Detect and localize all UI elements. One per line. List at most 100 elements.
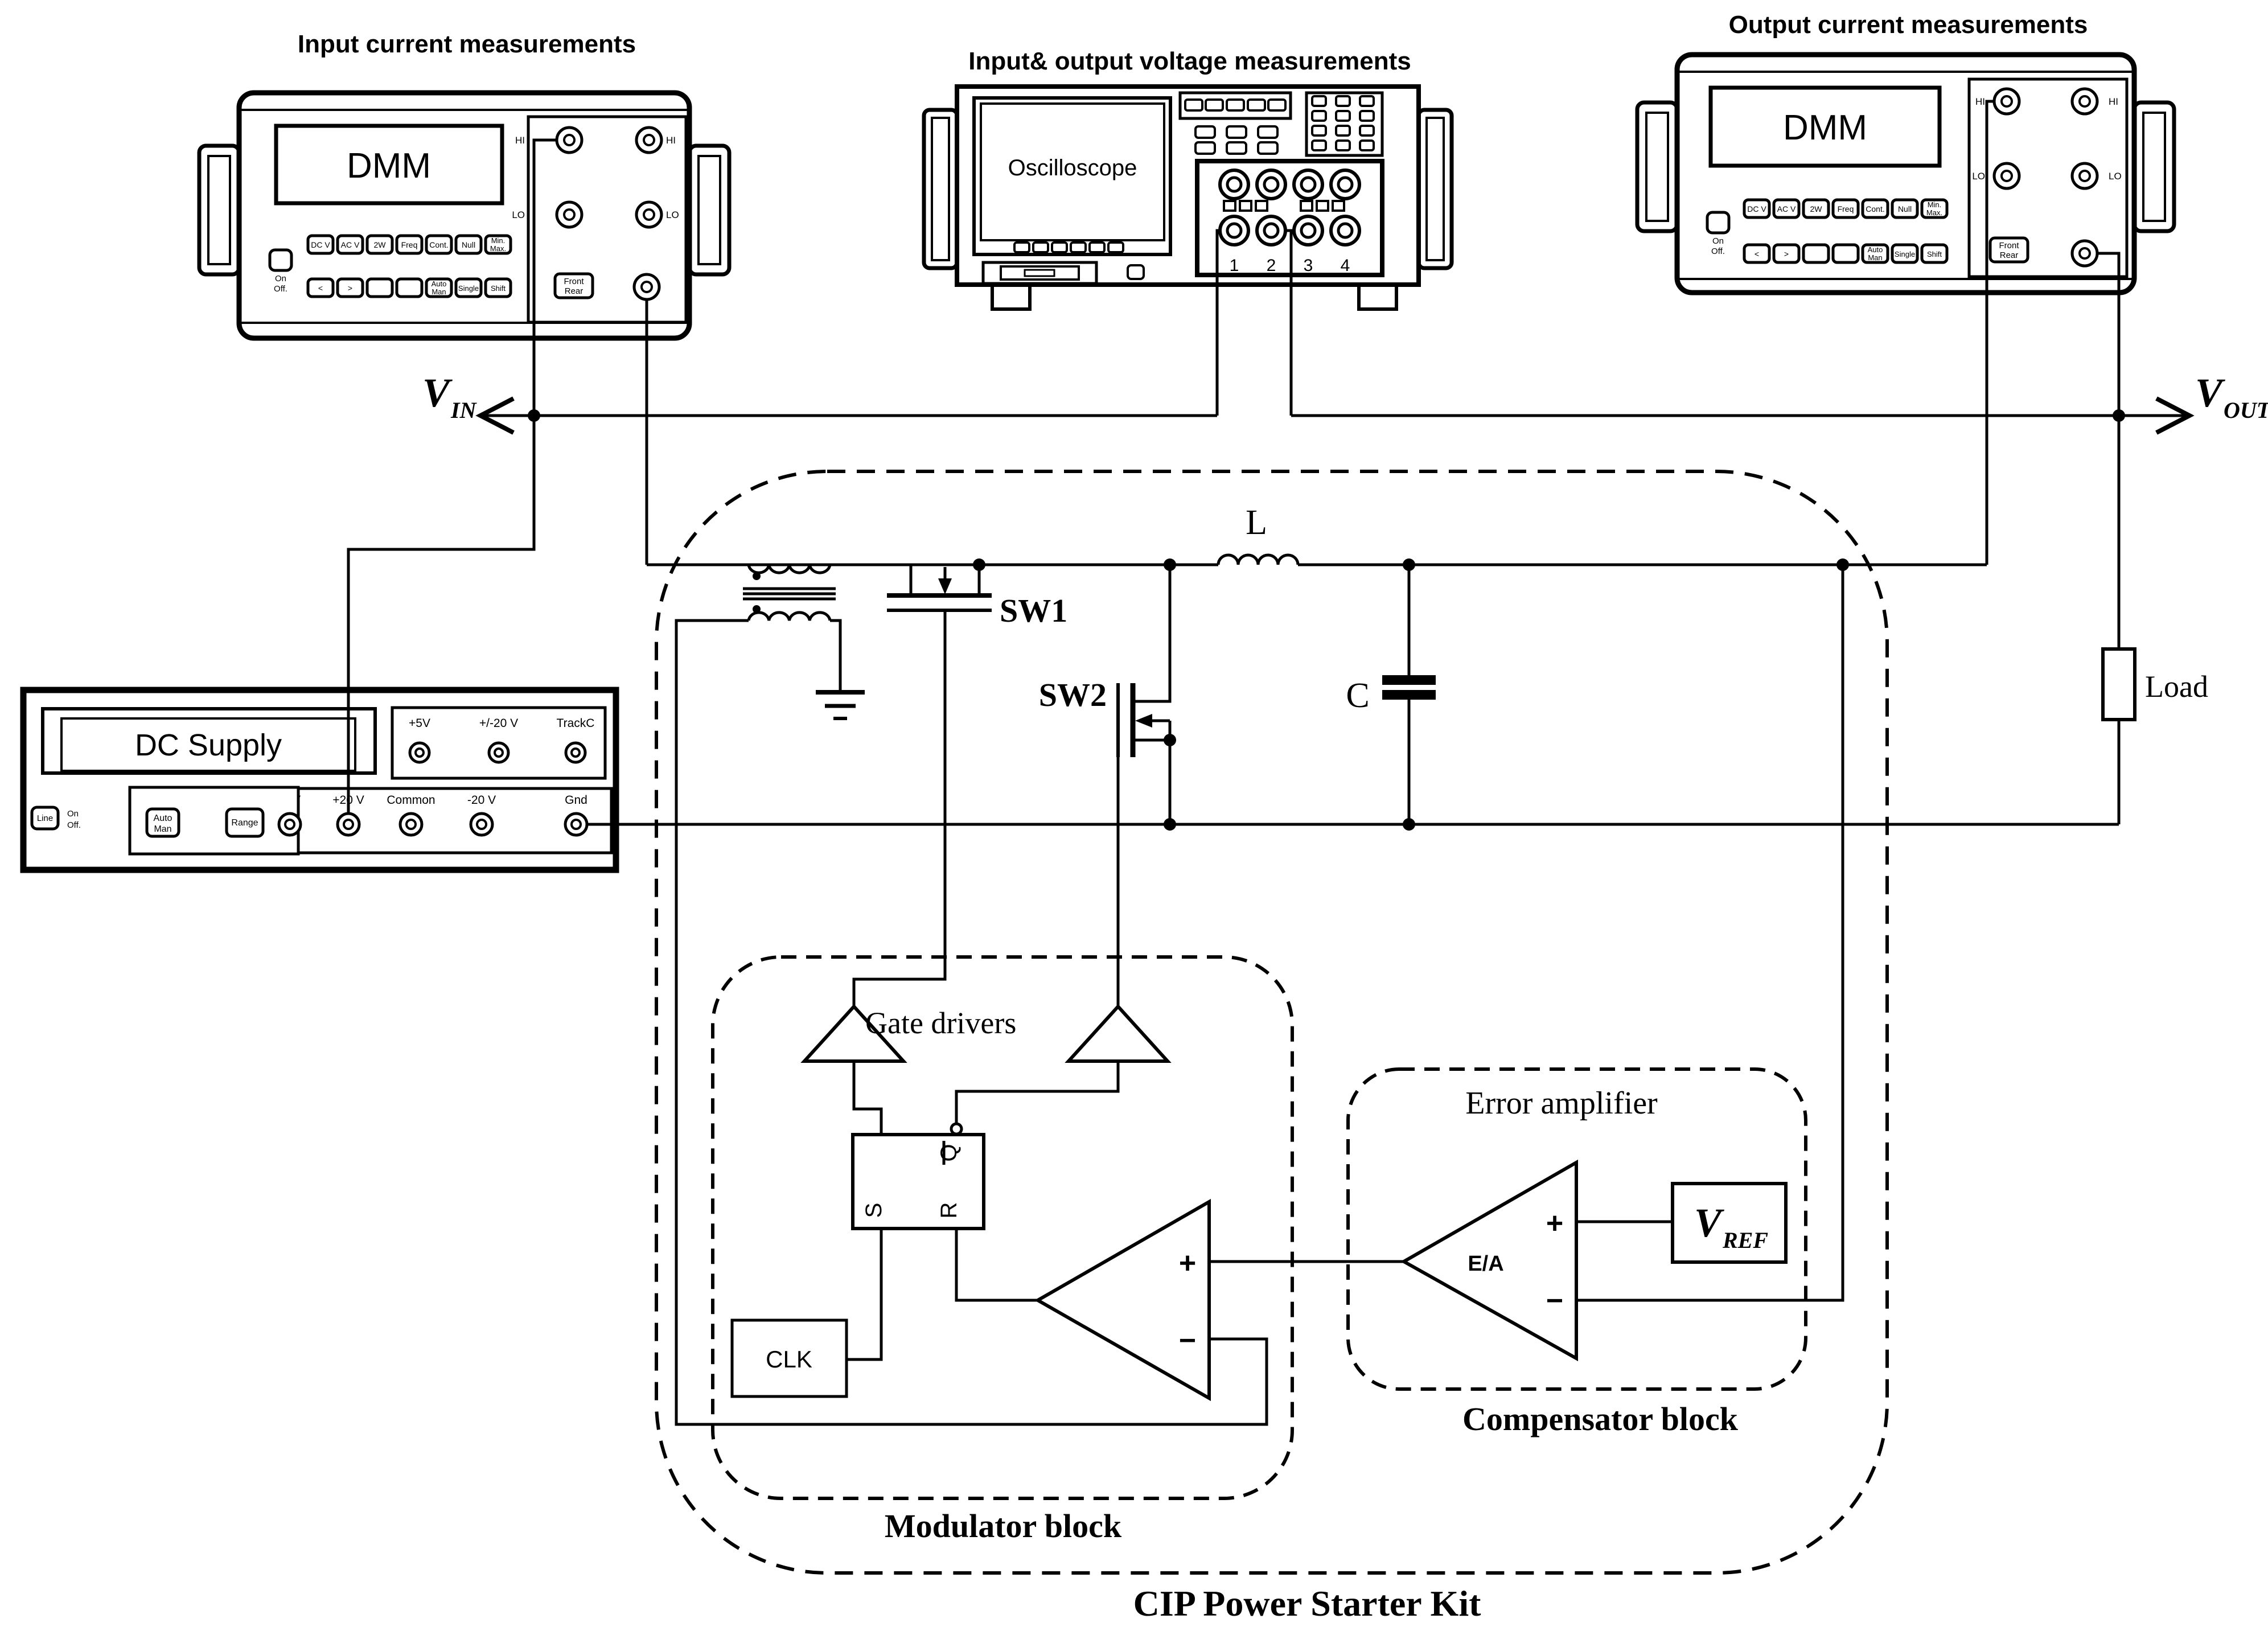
small-button[interactable]: [1127, 264, 1145, 280]
inductor: [1217, 553, 1300, 565]
aux-terminal-label: +/-20 V: [479, 717, 518, 730]
dc-display-text: DC Supply: [135, 728, 282, 762]
input-dmm-hi-terminal: [555, 126, 584, 154]
r-wire: [955, 1229, 1038, 1302]
vout-arrow: [2155, 396, 2195, 435]
vin-arrow: [475, 396, 515, 435]
block-boundaries: [655, 470, 1889, 1575]
latch-qbar: Q: [936, 1144, 962, 1161]
auto-label: Auto: [154, 814, 172, 823]
vref-sub: REF: [1722, 1227, 1768, 1253]
on-label: On: [67, 809, 79, 819]
channel-3-label: 3: [1304, 256, 1313, 275]
modulator-block-boundary: [711, 955, 1294, 1500]
hi-label: HI: [1975, 96, 1985, 107]
button-row-2[interactable]: < > Auto Man Single Shift: [1743, 243, 1949, 264]
compensator-block-label: Compensator block: [1462, 1400, 1739, 1437]
cip-kit-boundary: [655, 470, 1889, 1575]
on-label: On: [1712, 236, 1724, 246]
output-dmm-title: Output current measurements: [1729, 11, 2088, 39]
vout-sub: OUT: [2224, 397, 2268, 423]
terminal-panel: [527, 115, 688, 324]
button-left: <: [318, 284, 323, 293]
input-dmm-title: Input current measurements: [298, 30, 636, 58]
primary-polarity-dot: [753, 572, 761, 580]
button-freq: Freq: [1838, 204, 1854, 213]
button-min: Min.: [1928, 200, 1942, 209]
button-row-1[interactable]: DC V AC V 2W Freq Cont. Null Min. Max.: [1743, 198, 1949, 219]
gate-drivers-label: Gate drivers: [865, 1006, 1016, 1040]
button-row-1[interactable]: DC V AC V 2W Freq Cont. Null Min. Max.: [306, 234, 512, 255]
comparator-plus: +: [1179, 1247, 1196, 1280]
primary-winding: [747, 564, 832, 574]
terminals[interactable]: [277, 87, 2099, 837]
off-label: Off.: [67, 820, 81, 830]
button-null: Null: [462, 240, 475, 249]
sw2-mosfet: [1116, 565, 1172, 824]
oscilloscope-title: Input& output voltage measurements: [968, 47, 1411, 75]
button-freq: Freq: [401, 240, 418, 249]
clk-label: CLK: [766, 1346, 812, 1373]
q-wire: [852, 1061, 883, 1135]
junction-dots: [528, 409, 2125, 831]
aux-terminal-label: +5V: [409, 717, 430, 730]
power-button[interactable]: [268, 248, 293, 272]
secondary-ground-wire: [830, 619, 842, 691]
button-min: Min.: [491, 236, 506, 245]
button-2w: 2W: [1810, 204, 1823, 213]
channel-1-label: 1: [1230, 256, 1239, 275]
button-cont: Cont.: [429, 240, 448, 249]
scope-bnc-row-channels: [1218, 215, 1361, 247]
screen-soft-buttons[interactable]: [1013, 241, 1124, 253]
button-single: Single: [458, 284, 479, 293]
modulator-block: Gate drivers Q Q S R CLK + − Modulator b…: [730, 1004, 1211, 1544]
input-dmm-current-terminal: [632, 273, 661, 301]
output-dmm-current-terminal: [2070, 239, 2099, 268]
line-button[interactable]: [30, 806, 60, 831]
button-max: Max.: [1926, 208, 1942, 217]
front-rear-button[interactable]: [553, 272, 594, 299]
modulator-block-label: Modulator block: [885, 1507, 1122, 1544]
range-button[interactable]: [225, 807, 265, 838]
trigger-buttons[interactable]: [1223, 200, 1345, 212]
latch-s: S: [861, 1203, 886, 1218]
output-dmm-hi-terminal: [1992, 87, 2021, 116]
top-buttons[interactable]: [1184, 98, 1287, 112]
auto-man-button[interactable]: [145, 807, 180, 838]
button-left: <: [1755, 249, 1759, 258]
comparator-minus: −: [1179, 1324, 1196, 1357]
right-foot: [1357, 283, 1398, 311]
qbar-bubble: [950, 1122, 963, 1136]
sw2-label: SW2: [1039, 676, 1107, 713]
power-button[interactable]: [1706, 211, 1731, 235]
sense-feedback-wire: [675, 619, 1268, 1426]
output-terminal-strip: [248, 787, 613, 855]
lo-label: LO: [1972, 171, 1985, 182]
button-dcv: DC V: [311, 240, 330, 249]
hi-label: HI: [2109, 96, 2118, 107]
front-rear-button[interactable]: [1988, 236, 2029, 264]
man-label: Man: [154, 824, 171, 834]
range-label: Range: [231, 818, 258, 828]
gate-driver-1: [800, 1004, 907, 1063]
compensator-block-boundary: [1346, 1067, 1807, 1391]
button-auto: Auto: [1868, 245, 1883, 254]
terminal-label: Common: [387, 794, 435, 807]
screen-text: Oscilloscope: [1008, 155, 1137, 180]
sw1-label: SW1: [1000, 592, 1067, 629]
dc-display: [60, 717, 356, 772]
button-acv: AC V: [341, 240, 360, 249]
vout-feedback-wire: [1576, 565, 1844, 1302]
pwm-comparator: [1034, 1198, 1211, 1402]
channel-2-label: 2: [1267, 256, 1276, 275]
keypad-buttons[interactable]: [1311, 95, 1375, 151]
menu-buttons[interactable]: [1194, 125, 1279, 155]
vref-main: V: [1694, 1200, 1724, 1246]
button-man: Man: [432, 287, 446, 296]
button-max: Max.: [490, 244, 506, 253]
button-shift: Shift: [1927, 250, 1942, 258]
button-row-2[interactable]: < > Auto Man Single Shift: [306, 277, 512, 298]
dmm-display-text: DMM: [1783, 108, 1867, 147]
latch-r: R: [936, 1202, 962, 1219]
